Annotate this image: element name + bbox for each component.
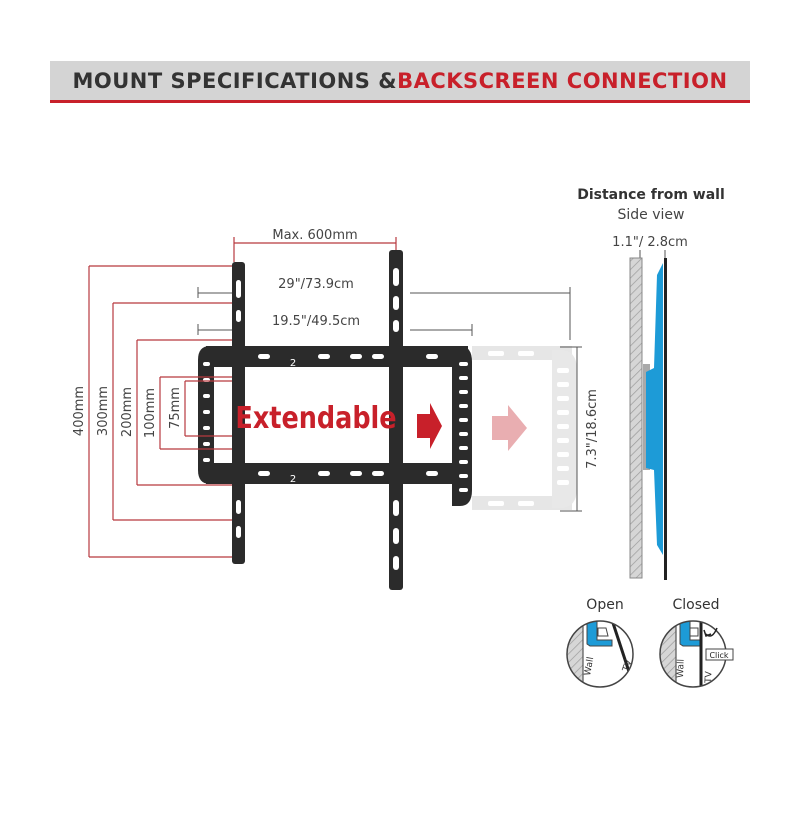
open-label: Open xyxy=(586,597,623,613)
bracket-mark-top: 2 xyxy=(290,358,296,369)
height-75-label: 75mm xyxy=(168,387,183,429)
extend-arrow-icon xyxy=(417,403,442,449)
banner-title-part1: MOUNT SPECIFICATIONS & xyxy=(72,68,398,93)
extended-frame-ghost xyxy=(472,346,577,510)
gray-dimension-lines xyxy=(197,287,582,512)
extendable-label: Extendable xyxy=(235,400,396,436)
height-100-label: 100mm xyxy=(143,388,158,438)
tv-back-panel xyxy=(664,258,667,580)
bracket-mark-bottom: 2 xyxy=(290,474,296,485)
width-outer-label: 29"/73.9cm xyxy=(278,277,354,292)
side-view-subtitle: Side view xyxy=(618,207,685,223)
height-400-label: 400mm xyxy=(72,386,87,436)
open-tv-label: TV xyxy=(621,658,635,674)
open-connection-inset: Wall TV xyxy=(566,620,635,688)
closed-wall-label: Wall xyxy=(676,659,687,678)
frame-height-label: 7.3"/18.6cm xyxy=(585,389,600,469)
banner-title-part2: BACKSCREEN CONNECTION xyxy=(397,68,728,93)
side-view-title: Distance from wall xyxy=(577,187,725,203)
ghost-arrow-icon xyxy=(492,405,527,451)
wall-distance-label: 1.1"/ 2.8cm xyxy=(612,235,688,250)
dimension-lines xyxy=(88,237,397,558)
max-width-label: Max. 600mm xyxy=(272,228,357,243)
open-wall-label: Wall xyxy=(583,656,596,676)
closed-label: Closed xyxy=(672,597,719,613)
width-inner-label: 19.5"/49.5cm xyxy=(272,314,360,329)
header-banner: MOUNT SPECIFICATIONS & BACKSCREEN CONNEC… xyxy=(50,61,750,103)
side-view-section xyxy=(629,250,667,580)
closed-connection-inset: Click Wall TV xyxy=(659,620,734,688)
tv-bracket-blue xyxy=(646,263,663,555)
height-200-label: 200mm xyxy=(120,387,135,437)
wall-section xyxy=(629,257,643,579)
click-label: Click xyxy=(709,651,728,660)
height-300-label: 300mm xyxy=(96,386,111,436)
closed-tv-label: TV xyxy=(704,670,714,684)
